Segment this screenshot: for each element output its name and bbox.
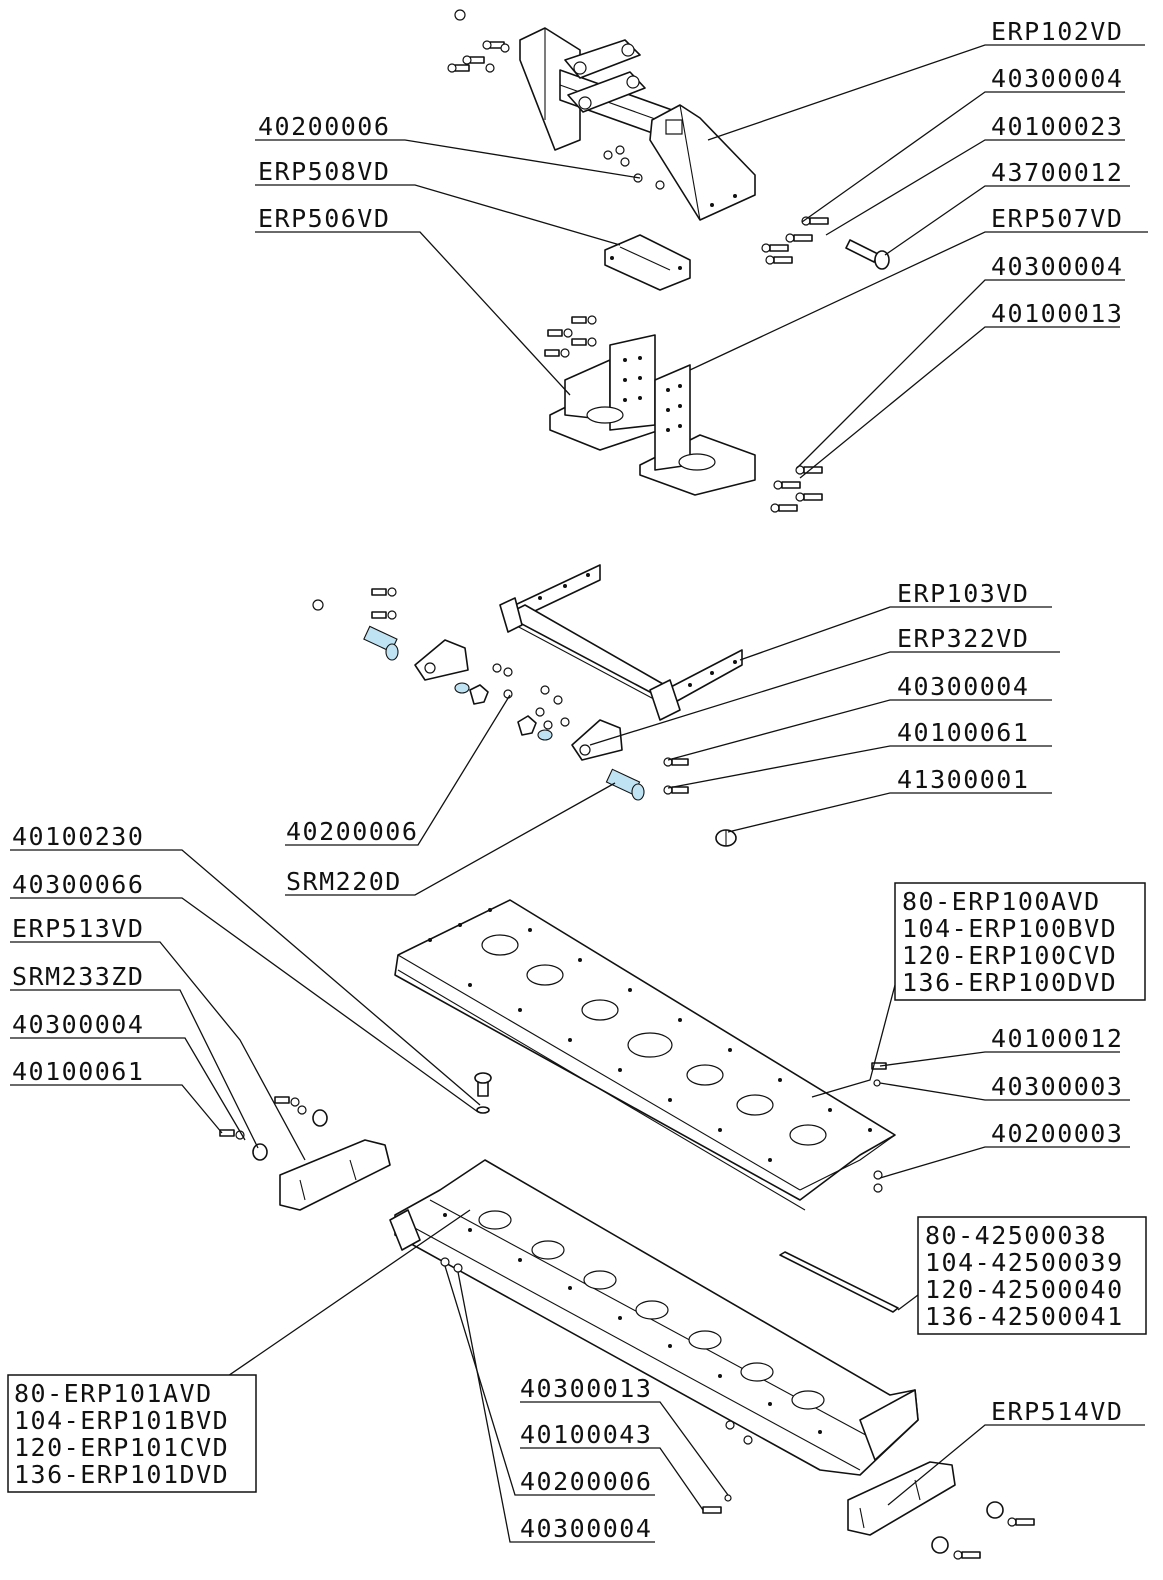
hardware-deck bbox=[474, 1062, 887, 1193]
box-erp101-line-4: 136-ERP101DVD bbox=[14, 1460, 229, 1489]
label-erp514vd: ERP514VD bbox=[991, 1397, 1123, 1426]
part-erp507vd-bracket bbox=[639, 364, 756, 496]
part-erp101-frame bbox=[389, 1159, 919, 1476]
part-srm220d-pins bbox=[363, 625, 645, 801]
part-erp506vd-bracket bbox=[549, 334, 661, 451]
label-erp508vd: ERP508VD bbox=[258, 157, 390, 186]
hardware-bracket-left bbox=[544, 315, 597, 358]
part-43700012-pin bbox=[845, 239, 890, 270]
box-42500-variants: 80-42500038 104-42500039 120-42500040 13… bbox=[917, 1216, 1147, 1335]
box-erp101-line-3: 120-ERP101CVD bbox=[14, 1433, 229, 1462]
part-erp103vd-crossbar bbox=[499, 564, 743, 721]
label-erp506vd: ERP506VD bbox=[258, 204, 390, 233]
box-erp100-line-3: 120-ERP100CVD bbox=[902, 941, 1117, 970]
label-40200006-c: 40200006 bbox=[520, 1467, 652, 1496]
label-40200003: 40200003 bbox=[991, 1119, 1123, 1148]
label-erp513vd: ERP513VD bbox=[12, 914, 144, 943]
box-erp101-line-1: 80-ERP101AVD bbox=[14, 1379, 213, 1408]
box-erp101-line-2: 104-ERP101BVD bbox=[14, 1406, 229, 1435]
label-40300004-c: 40300004 bbox=[897, 672, 1029, 701]
box-42500-line-3: 120-42500040 bbox=[925, 1275, 1124, 1304]
label-40100061-a: 40100061 bbox=[897, 718, 1029, 747]
label-40100043: 40100043 bbox=[520, 1420, 652, 1449]
label-40300004-d: 40300004 bbox=[12, 1010, 144, 1039]
hardware-bracket-right bbox=[770, 465, 823, 513]
leader-lines bbox=[10, 44, 1148, 1543]
label-40300004-a: 40300004 bbox=[991, 64, 1123, 93]
part-erp322vd-link-left bbox=[414, 639, 469, 681]
box-erp100-line-4: 136-ERP100DVD bbox=[902, 968, 1117, 997]
label-erp322vd: ERP322VD bbox=[897, 624, 1029, 653]
part-erp508vd-bracket bbox=[604, 234, 691, 291]
box-erp100-variants: 80-ERP100AVD 104-ERP100BVD 120-ERP100CVD… bbox=[894, 882, 1146, 1001]
box-erp100-line-1: 80-ERP100AVD bbox=[902, 887, 1101, 916]
label-40300003: 40300003 bbox=[991, 1072, 1123, 1101]
part-42500-strip bbox=[779, 1251, 899, 1313]
part-erp322vd-link bbox=[571, 719, 623, 761]
label-40300066: 40300066 bbox=[12, 870, 144, 899]
box-erp100-line-2: 104-ERP100BVD bbox=[902, 914, 1117, 943]
part-41300001-plug bbox=[715, 829, 737, 847]
label-40100230: 40100230 bbox=[12, 822, 144, 851]
label-40300013: 40300013 bbox=[520, 1374, 652, 1403]
label-40100023: 40100023 bbox=[991, 112, 1123, 141]
label-40100013: 40100013 bbox=[991, 299, 1123, 328]
box-42500-line-4: 136-42500041 bbox=[925, 1302, 1124, 1331]
label-srm220d: SRM220D bbox=[286, 867, 402, 896]
label-40200006-b: 40200006 bbox=[286, 817, 418, 846]
part-erp102vd-frame bbox=[519, 27, 756, 221]
part-erp514vd-plate bbox=[847, 1461, 956, 1536]
hardware-erp513vd bbox=[219, 1096, 328, 1161]
label-erp102vd: ERP102VD bbox=[991, 17, 1123, 46]
label-41300001: 41300001 bbox=[897, 765, 1029, 794]
label-40100061-b: 40100061 bbox=[12, 1057, 144, 1086]
label-erp103vd: ERP103VD bbox=[897, 579, 1029, 608]
label-srm233zd: SRM233ZD bbox=[12, 962, 144, 991]
label-40300004-e: 40300004 bbox=[520, 1514, 652, 1543]
part-erp100-deck bbox=[394, 899, 896, 1211]
hardware-top-left bbox=[447, 9, 665, 190]
box-42500-line-1: 80-42500038 bbox=[925, 1221, 1107, 1250]
label-erp507vd: ERP507VD bbox=[991, 204, 1123, 233]
hardware-middle bbox=[312, 587, 689, 795]
label-43700012: 43700012 bbox=[991, 158, 1123, 187]
part-labels: ERP102VD 40300004 40100023 43700012 ERP5… bbox=[12, 17, 1123, 1543]
hardware-bottom bbox=[440, 1257, 1035, 1560]
label-40200006-a: 40200006 bbox=[258, 112, 390, 141]
label-40100012: 40100012 bbox=[991, 1024, 1123, 1053]
box-42500-line-2: 104-42500039 bbox=[925, 1248, 1124, 1277]
part-erp513vd-plate bbox=[279, 1139, 391, 1211]
label-40300004-b: 40300004 bbox=[991, 252, 1123, 281]
hardware-top-right bbox=[761, 216, 829, 265]
box-erp101-variants: 80-ERP101AVD 104-ERP101BVD 120-ERP101CVD… bbox=[7, 1374, 257, 1493]
